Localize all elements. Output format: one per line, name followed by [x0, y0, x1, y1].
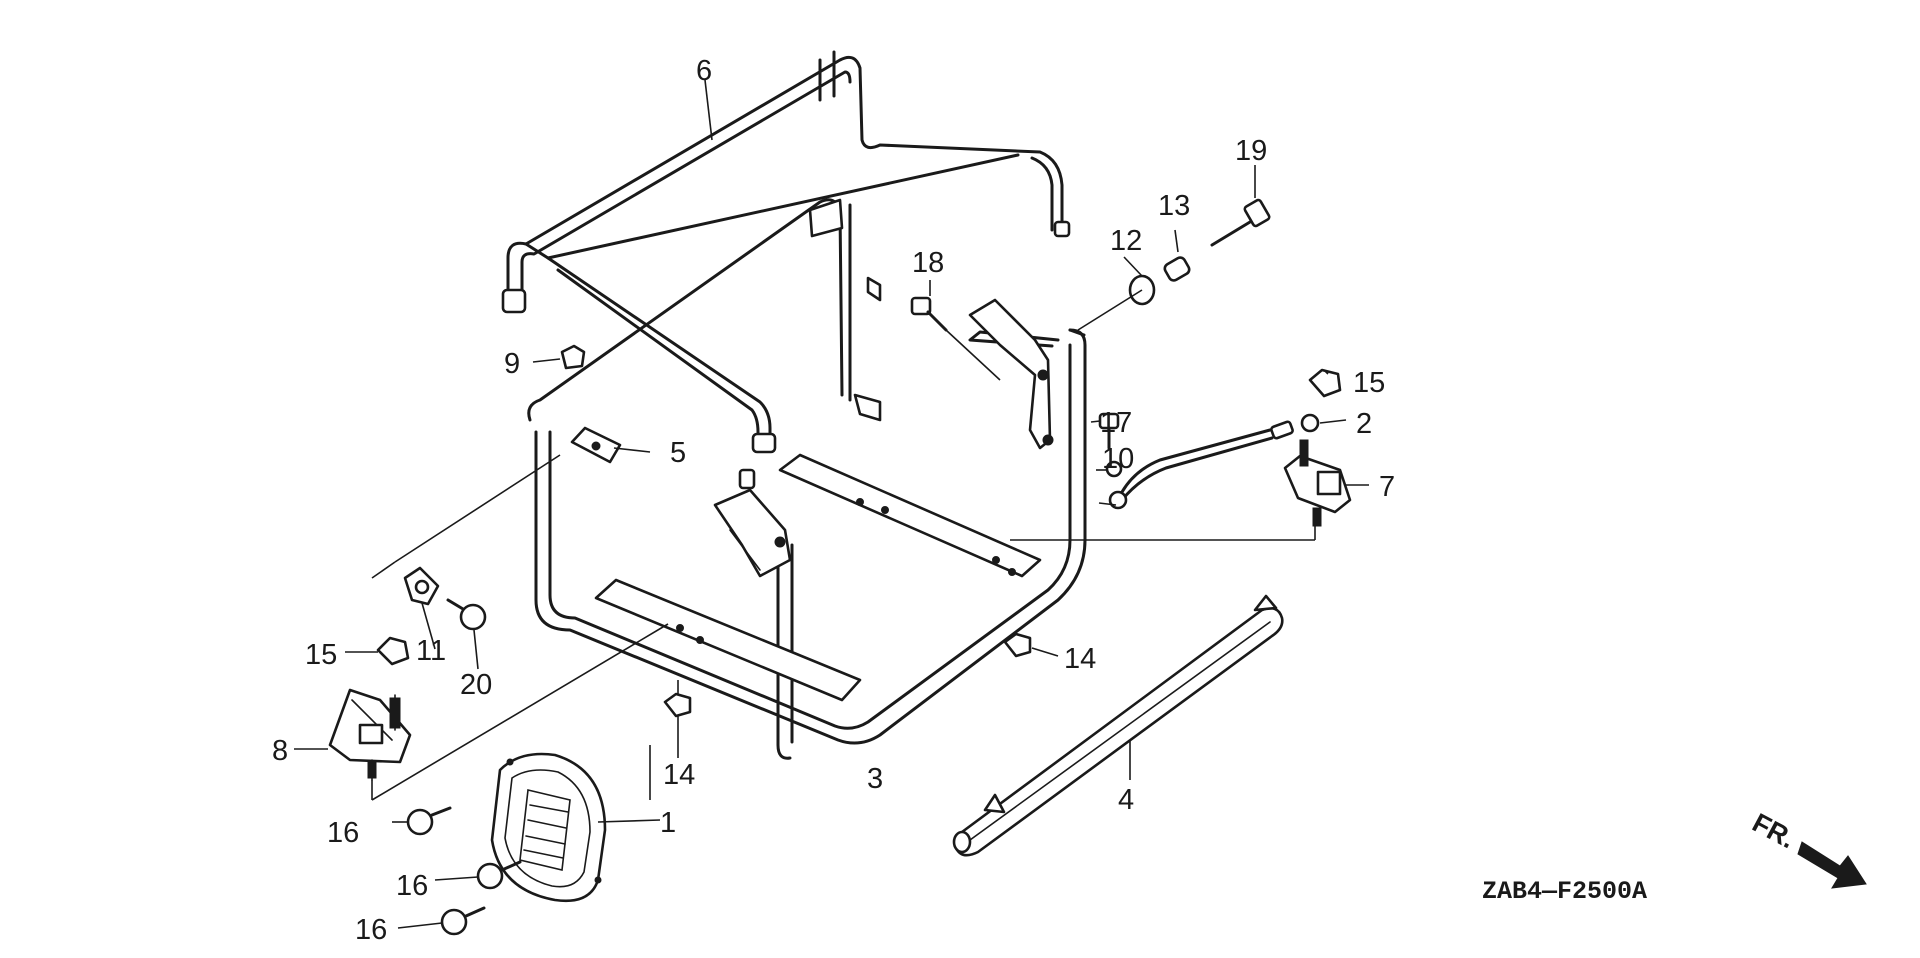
- callout-18: 18: [912, 247, 944, 279]
- top-handle-frame: [501, 50, 1071, 454]
- callout-20: 20: [460, 669, 492, 701]
- front-direction-marker: FR.: [1748, 807, 1867, 889]
- front-marker-label: FR.: [1748, 807, 1800, 854]
- diagram-code: ZAB4—F2500A: [1482, 877, 1647, 906]
- callout-16-bottom: 16: [355, 914, 387, 946]
- callout-5: 5: [670, 437, 686, 469]
- callout-2: 2: [1356, 408, 1372, 440]
- callout-7: 7: [1379, 471, 1395, 503]
- callout-6: 6: [696, 55, 712, 87]
- front-cover: [490, 752, 607, 903]
- callout-14-center: 14: [663, 759, 695, 791]
- callout-19: 19: [1235, 135, 1267, 167]
- ground-cable: [1108, 413, 1320, 510]
- front-arrow-icon: [1797, 841, 1867, 889]
- callout-3: 3: [867, 763, 883, 795]
- callout-15-right: 15: [1353, 367, 1385, 399]
- callout-16-top: 16: [327, 817, 359, 849]
- mount-rubber-left: [328, 688, 412, 781]
- leader-lines: [294, 79, 1369, 929]
- callout-16-middle: 16: [396, 870, 428, 902]
- mount-rubber-right: [1283, 439, 1352, 527]
- callout-12: 12: [1110, 225, 1142, 257]
- callout-15-left: 15: [305, 639, 337, 671]
- callout-14-right: 14: [1064, 643, 1096, 675]
- callout-13: 13: [1158, 190, 1190, 222]
- main-frame: [527, 198, 1087, 760]
- hardware-parts: [376, 198, 1342, 936]
- callout-10: 10: [1102, 443, 1134, 475]
- callout-11: 11: [416, 635, 446, 667]
- side-rail: [952, 594, 1284, 857]
- callout-9: 9: [504, 348, 520, 380]
- callout-1: 1: [660, 807, 676, 839]
- callout-4: 4: [1118, 784, 1134, 816]
- callout-labels: 1 2 3 4 5 6 7 8 9 10 11 12 13 14 14 15 1…: [272, 55, 1395, 946]
- callout-8: 8: [272, 735, 288, 767]
- callout-17: 17: [1100, 407, 1132, 439]
